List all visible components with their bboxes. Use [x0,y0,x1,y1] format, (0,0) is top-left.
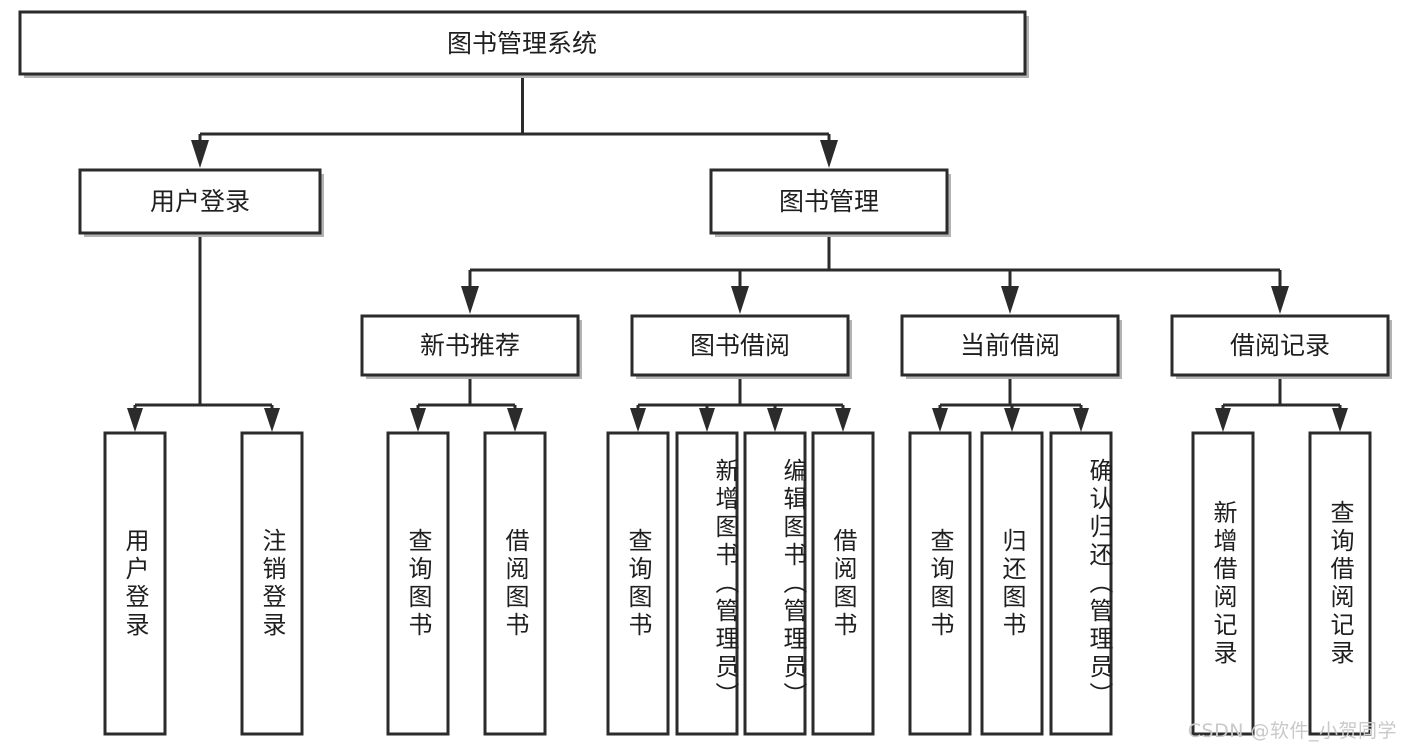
leaf-box-query-book-borrow[interactable] [606,431,670,736]
arrow-to-leaf-borrow-book [835,408,851,432]
node-book-manage-box[interactable] [709,168,949,235]
node-new-book-recommend[interactable]: 新书推荐 [360,314,582,379]
node-root[interactable]: 图书管理系统 [18,10,1029,78]
leaf-box-add-record[interactable] [1191,431,1255,736]
leaf-box-query-book-cur[interactable] [908,431,972,736]
node-current-borrow-label: 当前借阅 [960,331,1060,360]
node-root-box[interactable] [18,10,1027,76]
arrow-to-leaf-return-book [1004,408,1020,432]
leaf-box-edit-book[interactable] [743,431,807,736]
node-current-borrow-box[interactable] [900,314,1120,377]
arrow-to-leaf-add-book [699,408,715,432]
leaf-box-query-book-rec[interactable] [386,431,450,736]
arrow-to-leaf-query-book-borrow [630,408,646,432]
arrow-to-leaf-query-record [1332,408,1348,432]
node-new-book-recommend-box[interactable] [360,314,580,377]
arrow-to-leaf-confirm-return [1073,408,1089,432]
csdn-watermark: CSDN @软件_小贺同学 [1187,720,1397,742]
leaf-box-query-record[interactable] [1308,431,1372,736]
arrow-to-new-book-recommend [461,286,479,314]
node-book-borrow-box[interactable] [630,314,850,377]
leaf-box-return-book[interactable] [980,431,1044,736]
arrow-to-user-login [191,140,209,168]
node-user-login[interactable]: 用户登录 [78,168,324,237]
connector-layer [127,74,1348,432]
node-user-login-box[interactable] [78,168,322,235]
arrow-to-leaf-query-book-rec [410,408,426,432]
arrow-to-book-manage [820,140,838,168]
node-book-borrow-label: 图书借阅 [690,331,790,360]
node-current-borrow[interactable]: 当前借阅 [900,314,1122,379]
node-borrow-records[interactable]: 借阅记录 [1170,314,1392,379]
node-book-manage[interactable]: 图书管理 [709,168,951,237]
leaf-box-confirm-return[interactable] [1049,431,1113,736]
arrow-to-leaf-query-book-cur [932,408,948,432]
leaf-box-add-book[interactable] [675,431,739,736]
leaf-box-user-logout[interactable] [240,431,304,736]
arrow-to-leaf-edit-book [767,408,783,432]
arrow-to-leaf-add-record [1215,408,1231,432]
arrow-to-leaf-borrow-book-rec [507,408,523,432]
node-new-book-recommend-label: 新书推荐 [420,331,520,360]
leaf-box-borrow-book[interactable] [811,431,875,736]
node-book-borrow[interactable]: 图书借阅 [630,314,852,379]
leaf-boxes-layer [103,431,1372,736]
arrow-to-borrow-records [1271,286,1289,314]
arrow-to-leaf-user-logout [264,408,280,432]
node-borrow-records-label: 借阅记录 [1230,331,1330,360]
node-book-manage-label: 图书管理 [779,187,879,216]
arrow-to-leaf-user-login [127,408,143,432]
arrow-to-book-borrow [731,286,749,314]
leaf-box-user-login[interactable] [103,431,167,736]
arrow-to-current-borrow [1001,286,1019,314]
leaf-box-borrow-book-rec[interactable] [483,431,547,736]
node-root-label: 图书管理系统 [447,29,597,58]
node-borrow-records-box[interactable] [1170,314,1390,377]
node-user-login-label: 用户登录 [150,187,250,216]
